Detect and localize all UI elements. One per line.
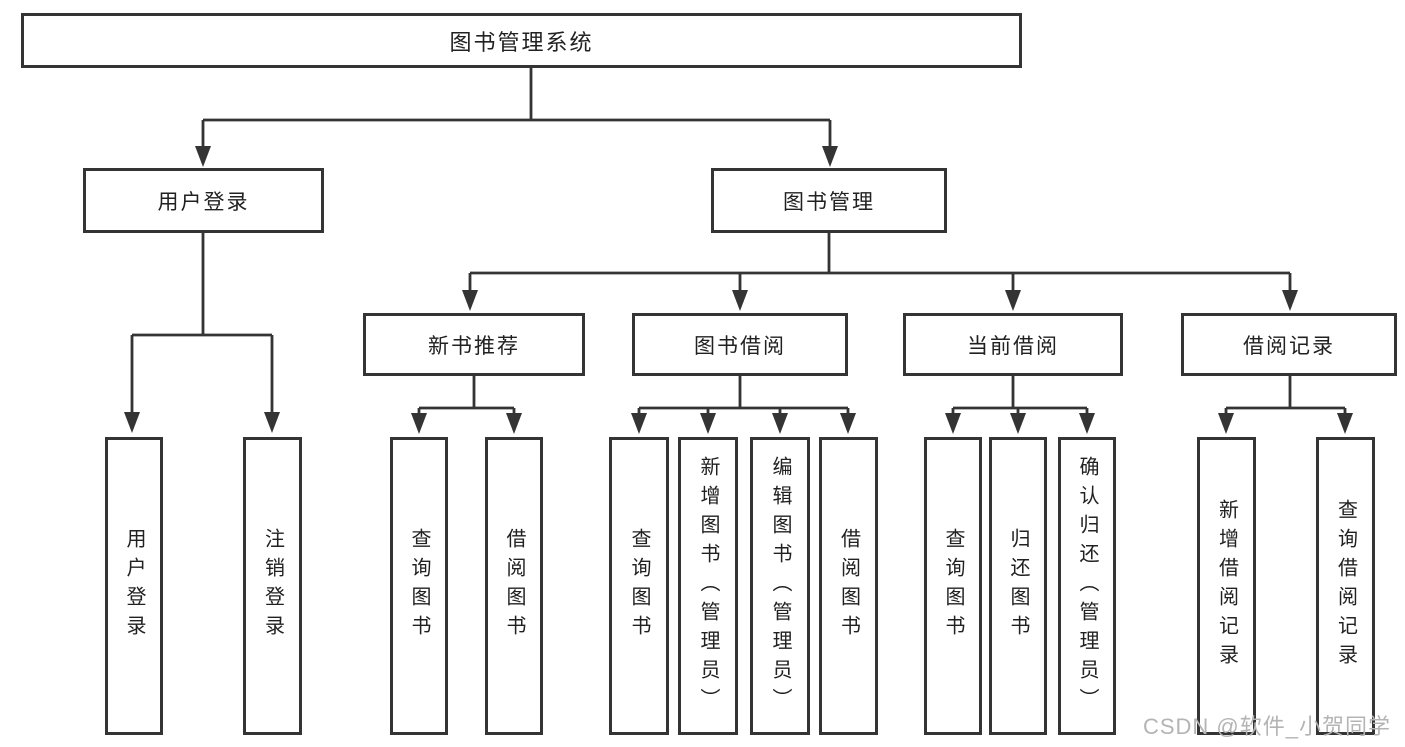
leaf-edit-book-admin-label: 编辑图书（管理员） xyxy=(769,455,791,717)
leaf-return-book: 归还图书 xyxy=(989,437,1047,735)
arrowheads xyxy=(124,146,1353,434)
node-book-borrowing: 图书借阅 xyxy=(632,313,848,376)
leaf-edit-book-admin: 编辑图书（管理员） xyxy=(750,437,810,735)
node-borrowing-records: 借阅记录 xyxy=(1181,313,1397,376)
leaf-confirm-return-admin-label: 确认归还（管理员） xyxy=(1076,455,1098,717)
leaf-current-query-books-label: 查询图书 xyxy=(942,528,964,644)
leaf-newbooks-query-books: 查询图书 xyxy=(390,437,448,735)
leaf-borrowing-query-books-label: 查询图书 xyxy=(628,528,650,644)
node-current-borrowing: 当前借阅 xyxy=(903,313,1123,376)
leaf-current-query-books: 查询图书 xyxy=(924,437,982,735)
leaf-add-borrow-record-label: 新增借阅记录 xyxy=(1215,499,1238,673)
leaf-logout-label: 注销登录 xyxy=(261,528,284,644)
leaf-newbooks-query-books-label: 查询图书 xyxy=(408,528,430,644)
leaf-logout: 注销登录 xyxy=(243,437,302,735)
csdn-watermark: CSDN @软件_小贺同学 xyxy=(1142,714,1391,739)
leaf-borrowing-borrow-books-label: 借阅图书 xyxy=(837,528,860,644)
leaf-newbooks-borrow-books-label: 借阅图书 xyxy=(503,528,525,644)
leaf-user-login-label: 用户登录 xyxy=(123,528,145,644)
node-library-management-system: 图书管理系统 xyxy=(21,13,1022,68)
leaf-borrowing-query-books: 查询图书 xyxy=(609,437,669,735)
node-user-login: 用户登录 xyxy=(83,168,324,233)
leaf-add-book-admin-label: 新增图书（管理员） xyxy=(697,455,719,717)
node-new-book-recommendation: 新书推荐 xyxy=(363,313,585,376)
leaf-query-borrow-record: 查询借阅记录 xyxy=(1316,437,1375,735)
node-book-management: 图书管理 xyxy=(711,168,947,233)
leaf-confirm-return-admin: 确认归还（管理员） xyxy=(1058,437,1116,735)
leaf-add-book-admin: 新增图书（管理员） xyxy=(678,437,738,735)
leaf-query-borrow-record-label: 查询借阅记录 xyxy=(1334,499,1357,673)
leaf-return-book-label: 归还图书 xyxy=(1007,528,1029,644)
leaf-borrowing-borrow-books: 借阅图书 xyxy=(819,437,878,735)
leaf-newbooks-borrow-books: 借阅图书 xyxy=(485,437,543,735)
leaf-user-login: 用户登录 xyxy=(105,437,163,735)
leaf-add-borrow-record: 新增借阅记录 xyxy=(1197,437,1256,735)
